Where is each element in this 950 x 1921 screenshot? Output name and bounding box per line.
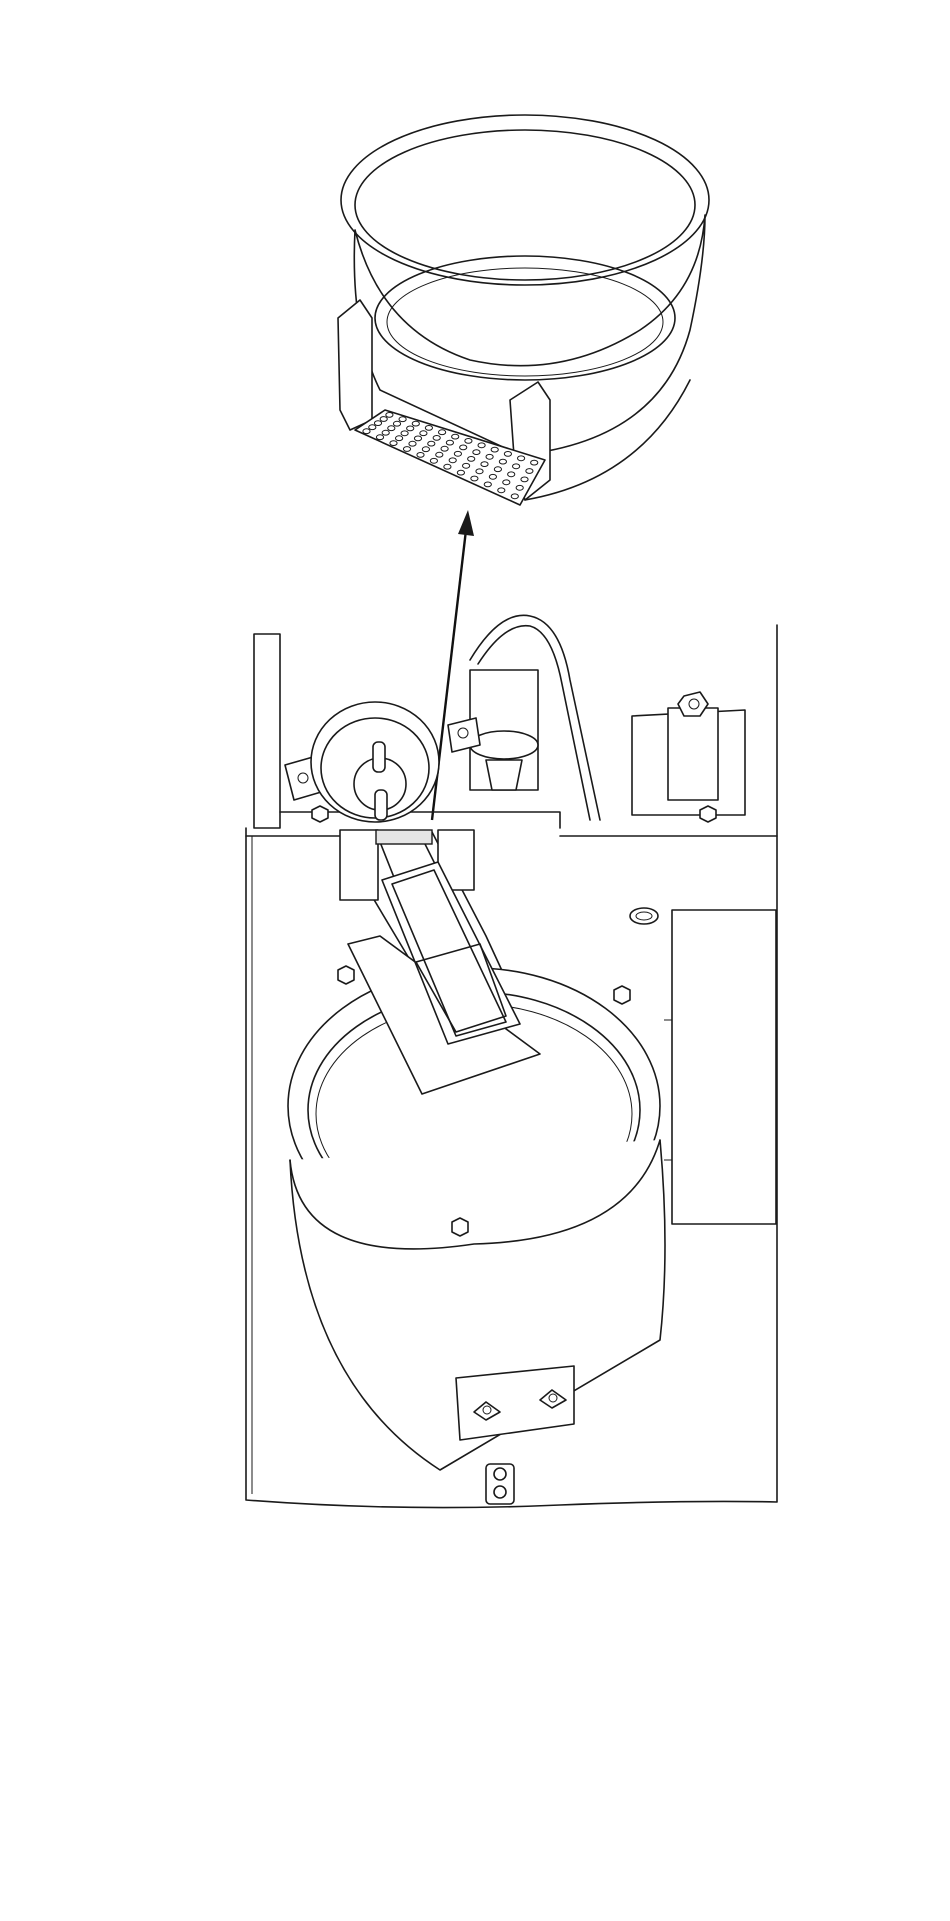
right-bracket-block [668,708,718,800]
basket-left-bracket [338,300,372,430]
drain-valve-port [494,1486,506,1498]
basket-detail [338,115,709,505]
side-panel-right [672,910,776,1224]
fryer-assembly [246,615,777,1507]
arrow-head [458,510,474,536]
grommet [630,908,658,924]
stirrer-arm-bottom [375,790,387,820]
right-mount-bracket [448,718,480,752]
pump-neck [486,760,522,790]
basket-rim-outer [341,115,709,285]
stirrer-arm-top [373,742,385,772]
back-post-left [254,634,280,828]
chute-grid [376,830,432,844]
chute-hinge-left [340,830,378,900]
drain-valve-knob [494,1468,506,1480]
